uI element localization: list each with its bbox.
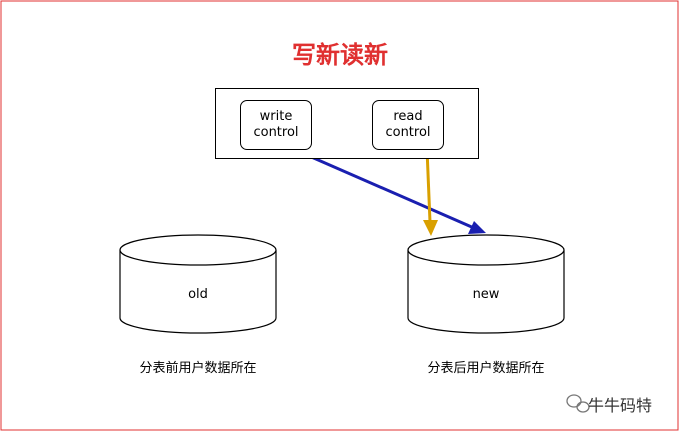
wechat-icon — [566, 394, 590, 413]
watermark: 牛牛码特 — [588, 392, 652, 416]
write-control-label: write control — [253, 109, 299, 140]
new-database-caption: 分表后用户数据所在 — [427, 361, 545, 376]
diagram-title: 写新读新 — [292, 41, 388, 69]
read-control-label: read control — [385, 109, 431, 140]
new-database-cylinder — [407, 234, 565, 334]
write-control-node: write control — [240, 100, 312, 150]
watermark-text: 牛牛码特 — [588, 396, 653, 415]
old-database-caption: 分表前用户数据所在 — [139, 361, 257, 376]
new-database-label: new — [472, 287, 500, 302]
read-arrow — [423, 148, 438, 236]
old-database-cylinder — [119, 234, 277, 334]
old-database-label: old — [188, 287, 208, 302]
read-control-node: read control — [372, 100, 444, 150]
write-arrow — [292, 147, 486, 234]
